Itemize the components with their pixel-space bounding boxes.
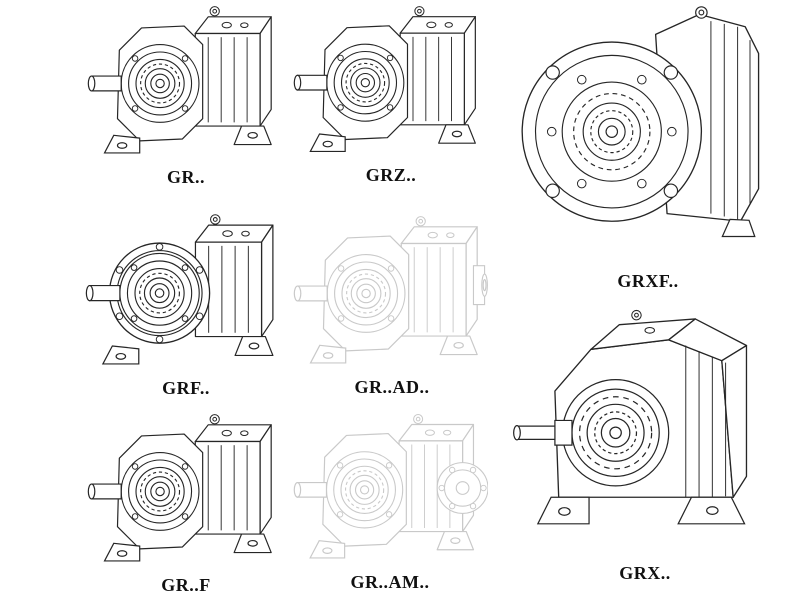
label-grfoot: GR..F bbox=[161, 574, 211, 595]
label-grxf: GRXF.. bbox=[617, 270, 679, 291]
label-gram: GR..AM.. bbox=[350, 571, 430, 592]
gearbox-drawing-grad bbox=[292, 212, 492, 375]
catalog-item-gram: GR..AM.. bbox=[292, 410, 488, 593]
gearbox-drawing-gr bbox=[86, 2, 286, 165]
label-grad: GR..AD.. bbox=[354, 376, 430, 397]
gearbox-drawing-grz bbox=[292, 2, 490, 163]
catalog-item-grad: GR..AD.. bbox=[292, 212, 492, 398]
gearbox-drawing-grf bbox=[84, 210, 288, 376]
gearbox-drawing-grx bbox=[498, 300, 792, 561]
catalog-item-grz: GRZ.. bbox=[292, 2, 490, 186]
label-grx: GRX.. bbox=[619, 562, 671, 583]
catalog-item-grxf: GRXF.. bbox=[505, 2, 791, 292]
label-grz: GRZ.. bbox=[365, 165, 417, 186]
catalog-item-grfoot: GR..F bbox=[86, 410, 286, 596]
label-grf: GRF.. bbox=[162, 378, 210, 399]
label-gr: GR.. bbox=[167, 166, 205, 187]
gearbox-drawing-grxf bbox=[505, 2, 791, 269]
catalog-item-gr: GR.. bbox=[86, 2, 286, 188]
catalog-item-grx: GRX.. bbox=[498, 300, 792, 584]
catalog-item-grf: GRF.. bbox=[84, 210, 288, 399]
gearbox-drawing-gram bbox=[292, 410, 488, 570]
gearbox-drawing-grfoot bbox=[86, 410, 286, 573]
